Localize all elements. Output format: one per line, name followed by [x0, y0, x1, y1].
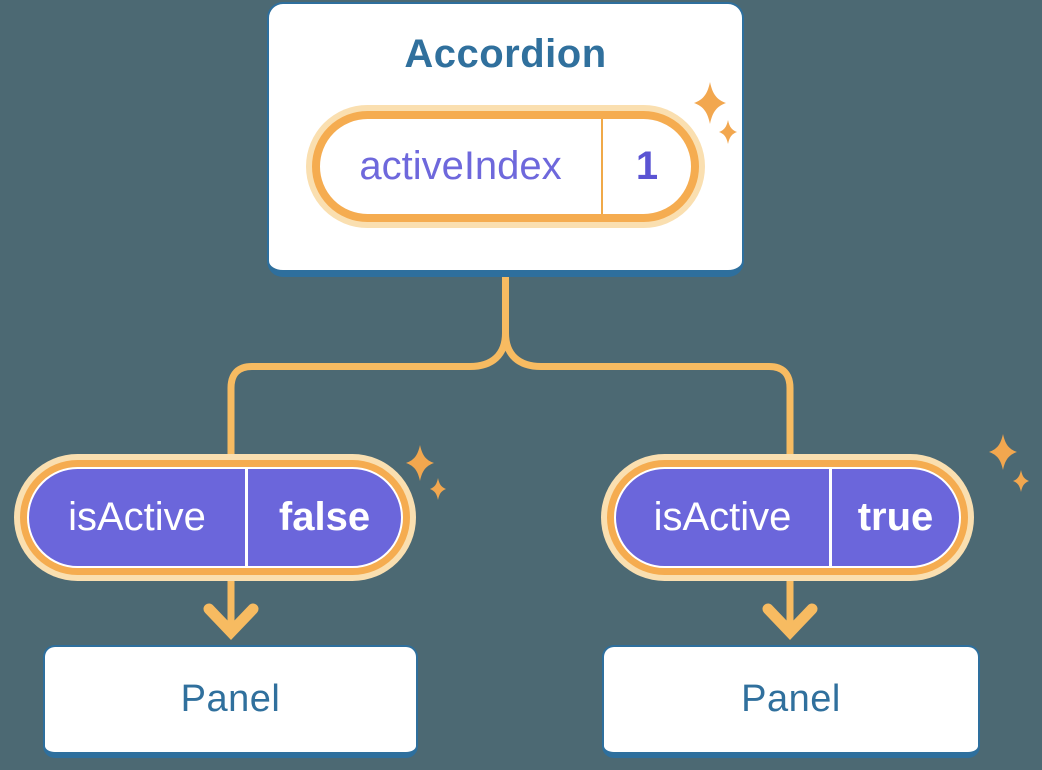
sparkle-icon [406, 445, 434, 481]
state-pill-label-cell: activeIndex [320, 119, 601, 214]
pill-divider [601, 119, 603, 214]
sparkle-icon [430, 478, 446, 500]
panel-component-card-right: Panel [602, 645, 980, 758]
prop-pill-isactive-true: isActive true [614, 467, 961, 568]
prop-pill-label-cell: isActive [29, 469, 245, 566]
prop-pill-isactive-false: isActive false [27, 467, 403, 568]
prop-name-label: isActive [653, 495, 792, 539]
sparkle-icon [989, 434, 1017, 470]
panel-component-card-left: Panel [43, 645, 418, 758]
accordion-title: Accordion [404, 32, 607, 76]
prop-pill-label-cell: isActive [616, 469, 829, 566]
arrow-right-head-icon [762, 603, 818, 640]
pill-divider [245, 469, 248, 566]
panel-title: Panel [180, 678, 281, 720]
state-name-label: activeIndex [359, 144, 562, 188]
connector-root-to-right-child [502, 272, 794, 474]
prop-pill-value-cell: true [832, 469, 959, 566]
prop-name-label: isActive [68, 495, 206, 539]
prop-pill-value-cell: false [248, 469, 401, 566]
connector-root-to-left-child [227, 272, 509, 474]
state-pill-value-cell: 1 [603, 119, 691, 214]
prop-value: true [857, 495, 934, 539]
state-value: 1 [635, 144, 659, 188]
panel-title: Panel [741, 678, 841, 720]
sparkle-icon [1013, 470, 1029, 492]
pill-divider [829, 469, 832, 566]
prop-value: false [278, 495, 371, 539]
arrow-left-head-icon [203, 603, 259, 640]
state-pill-activeindex: activeIndex 1 [312, 111, 699, 222]
